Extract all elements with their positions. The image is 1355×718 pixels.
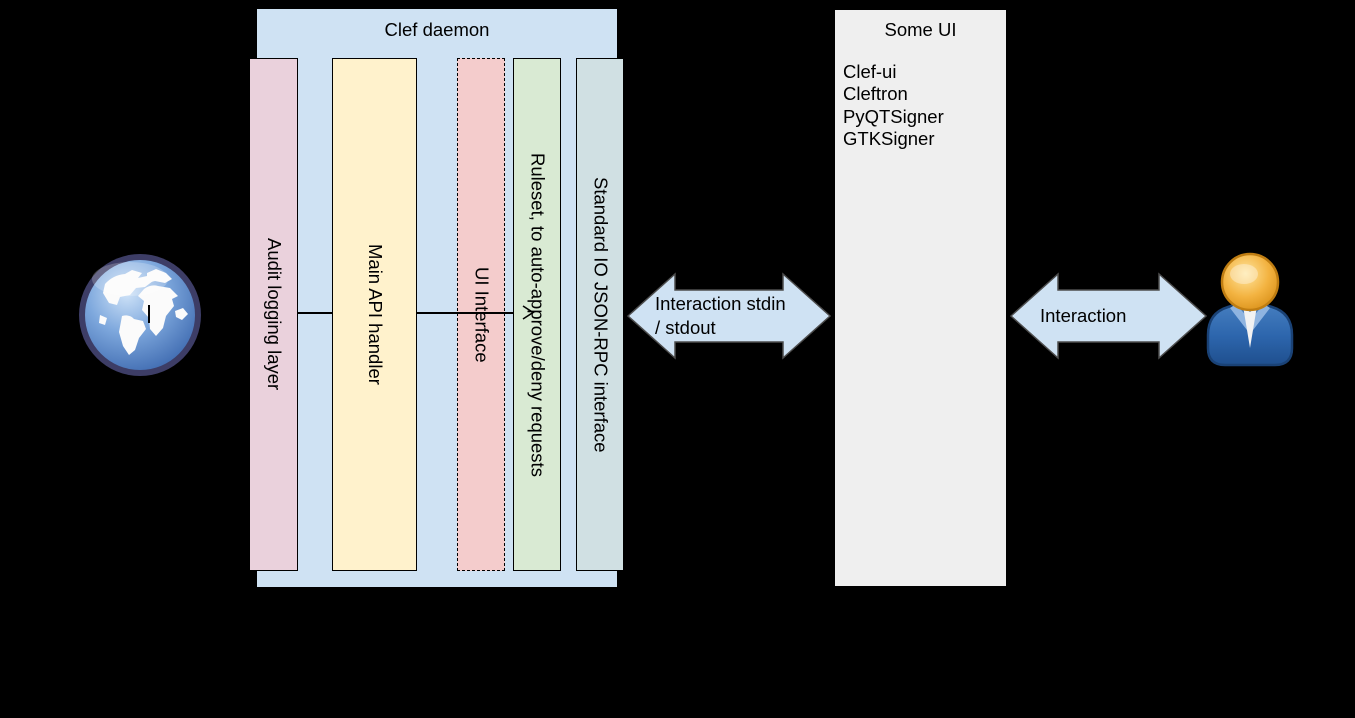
arrow-ui-user: Interaction [1009,272,1208,360]
arrow-label-line2: / stdout [655,316,716,338]
arrow-ui-user-label: Interaction [1040,304,1126,328]
clef-daemon-box [256,8,618,588]
list-item: PyQTSigner [843,105,944,127]
arrow-label-line1: Interaction stdin [655,293,786,314]
some-ui-title: Some UI [884,19,957,40]
layer-main-api-handler: Main API handler [332,58,417,571]
layer-ruleset-label: Ruleset, to auto-approve/deny requests [527,152,549,477]
arrow-daemon-ui-label: Interaction stdin / stdout [655,292,786,339]
connector-arrowhead-icon [522,305,535,320]
layer-stdio-jsonrpc: Standard IO JSON-RPC interface [576,58,624,571]
some-ui-list: Clef-ui Cleftron PyQTSigner GTKSigner [843,61,1003,150]
layer-ui-interface-label: UI Interface [471,266,493,363]
globe-connector-tick [148,305,150,323]
arrow-label-line1: Interaction [1040,304,1127,326]
layer-audit-logging-label: Audit logging layer [263,238,285,391]
clef-daemon-title: Clef daemon [384,19,490,40]
double-arrow-icon [626,272,832,360]
list-item: Clef-ui [843,61,897,82]
some-ui-box [833,8,1008,588]
user-icon [1206,252,1294,367]
double-arrow-icon [1009,272,1208,360]
arrow-daemon-ui: Interaction stdin / stdout [626,272,832,360]
layer-ui-interface: UI Interface [457,58,505,571]
list-item: Cleftron [843,83,908,105]
list-item: GTKSigner [843,127,935,149]
layer-stdio-jsonrpc-label: Standard IO JSON-RPC interface [590,176,612,453]
layer-main-api-handler-label: Main API handler [364,244,386,385]
layer-ruleset: Ruleset, to auto-approve/deny requests [513,58,561,571]
globe-icon [79,254,201,376]
layer-audit-logging: Audit logging layer [249,58,298,571]
